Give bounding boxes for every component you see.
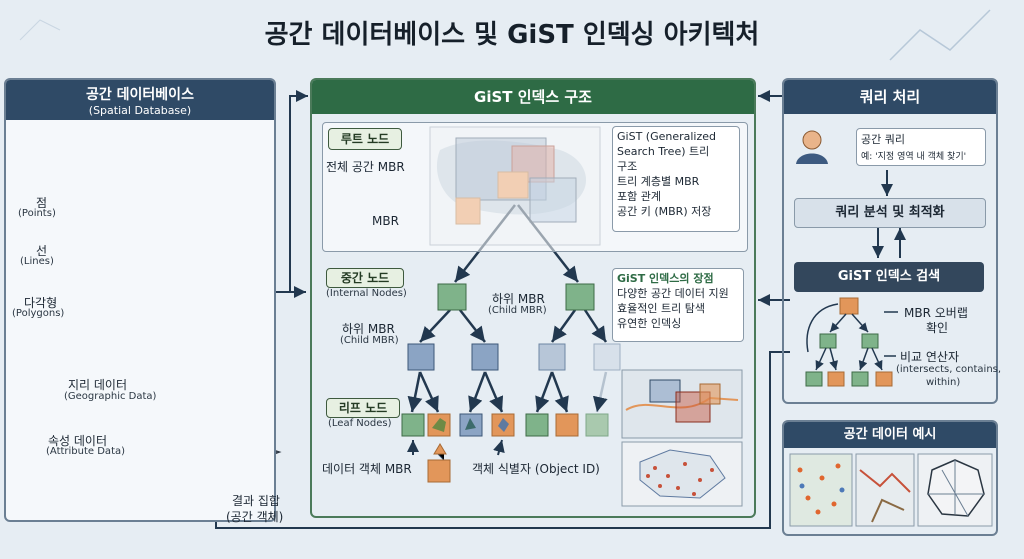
tree-edge-l-r (459, 309, 486, 343)
tree-edge-leaf-6 (550, 371, 569, 413)
mbr-small-box (455, 197, 481, 225)
sample-map-mbr (649, 379, 681, 403)
background-trend-line (889, 9, 991, 61)
example-map-line-2 (871, 498, 905, 523)
lines-layer (70, 215, 264, 277)
tree-edge-leaf-7 (592, 371, 608, 413)
document-icon-3 (207, 403, 233, 435)
root-mbr-box-4 (529, 177, 577, 223)
sample-map-mbr-3 (699, 383, 721, 405)
internal-node-2 (565, 283, 595, 311)
example-map-polygon (927, 459, 985, 517)
tree-edge-leaf-2 (418, 371, 440, 413)
tree-edge-leaf-4 (483, 371, 504, 413)
document-icon-2 (207, 353, 235, 387)
document-icon (207, 145, 233, 175)
child-node-2 (471, 343, 499, 371)
leaf-node-5 (525, 413, 549, 437)
object-id-pointer (493, 439, 505, 456)
object-id-shape (427, 459, 451, 483)
search-tree (805, 297, 898, 387)
sample-map-2-points (646, 462, 714, 496)
child-node-4 (593, 343, 621, 371)
tree-edge-r-l (550, 309, 577, 343)
user-body-icon (796, 153, 828, 164)
leaf-node-7 (585, 413, 609, 437)
tree-edge-l-l (419, 309, 451, 343)
tree-edge-leaf-1 (407, 371, 423, 413)
example-map-lines (855, 453, 915, 527)
child-node (407, 343, 435, 371)
tree-edge-leaf-5 (535, 371, 554, 413)
leaf-shape-3 (498, 418, 509, 432)
root-mbr-box-3 (497, 171, 529, 199)
internal-node (437, 283, 467, 311)
arrow-left-to-center (272, 90, 308, 293)
points-layer (70, 147, 264, 207)
layer-stack (48, 143, 282, 493)
leaf-node-6 (555, 413, 579, 437)
object-id-arrow (433, 443, 447, 455)
tree-edge-r-r (583, 309, 608, 343)
user-icon (802, 130, 822, 150)
sample-map (621, 369, 743, 439)
example-map-points-dots (797, 463, 845, 515)
background-trend-line-2 (19, 19, 61, 41)
leaf-shape-2 (465, 418, 476, 430)
polygon-feature-3 (129, 321, 171, 343)
example-map-line (859, 469, 911, 493)
leaf-shape (432, 418, 446, 432)
tree-edge-leaf-3 (468, 371, 487, 413)
child-node-3 (538, 343, 566, 371)
leaf-node (401, 413, 425, 437)
example-map-polygon-inner (928, 460, 984, 517)
